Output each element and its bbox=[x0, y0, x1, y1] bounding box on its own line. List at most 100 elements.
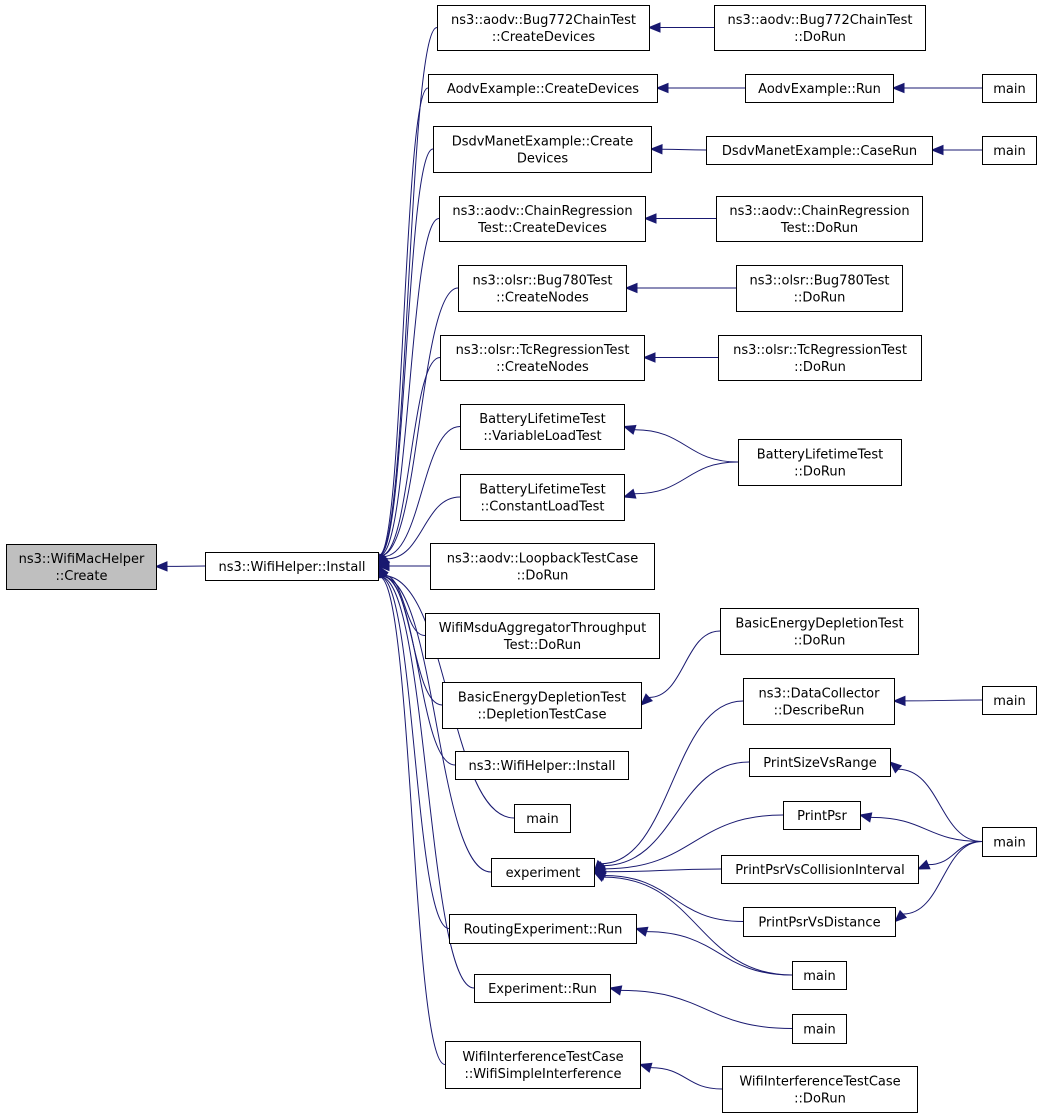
node-install2[interactable]: ns3::WifiHelper::Install bbox=[455, 751, 629, 780]
node-dsdvrun[interactable]: DsdvManetExample::CaseRun bbox=[706, 136, 933, 165]
arrowhead-icon bbox=[608, 985, 623, 996]
node-mainplain[interactable]: main bbox=[514, 804, 571, 833]
node-main3[interactable]: main bbox=[982, 686, 1037, 715]
node-energycase[interactable]: BasicEnergyDepletionTest::DepletionTestC… bbox=[442, 682, 642, 729]
node-box bbox=[428, 74, 658, 103]
node-box bbox=[205, 552, 379, 581]
node-ppsrci[interactable]: PrintPsrVsCollisionInterval bbox=[721, 855, 919, 884]
node-ppsr[interactable]: PrintPsr bbox=[783, 801, 861, 830]
node-install[interactable]: ns3::WifiHelper::Install bbox=[205, 552, 379, 581]
node-label: main bbox=[803, 1023, 835, 1038]
node-label: PrintSizeVsRange bbox=[763, 756, 876, 771]
edge-main5-to-routrun bbox=[634, 926, 793, 976]
node-bug772cd[interactable]: ns3::aodv::Bug772ChainTest::CreateDevice… bbox=[437, 5, 650, 51]
node-energyrun[interactable]: BasicEnergyDepletionTest::DoRun bbox=[720, 608, 919, 655]
node-experiment[interactable]: experiment bbox=[491, 858, 595, 887]
arrowhead-icon bbox=[894, 909, 908, 923]
edge-main1-to-aodvrun bbox=[891, 82, 983, 94]
node-box bbox=[445, 1041, 641, 1089]
node-bug780cn[interactable]: ns3::olsr::Bug780Test::CreateNodes bbox=[458, 265, 627, 312]
node-routrun[interactable]: RoutingExperiment::Run bbox=[449, 914, 637, 944]
node-ppsrdist[interactable]: PrintPsrVsDistance bbox=[743, 907, 896, 937]
node-label: ::CreateDevices bbox=[492, 30, 595, 45]
node-aodvcd[interactable]: AodvExample::CreateDevices bbox=[428, 74, 658, 103]
node-dsdvcd[interactable]: DsdvManetExample::CreateDevices bbox=[433, 126, 652, 173]
node-psize[interactable]: PrintSizeVsRange bbox=[749, 748, 891, 777]
node-main5[interactable]: main bbox=[792, 961, 847, 990]
node-main1[interactable]: main bbox=[982, 74, 1037, 103]
arrowhead-icon bbox=[916, 859, 931, 870]
edge-bug772run-to-bug772cd bbox=[647, 22, 714, 33]
node-box bbox=[714, 5, 926, 51]
arrowhead-icon bbox=[624, 282, 638, 294]
node-batconst[interactable]: BatteryLifetimeTest::ConstantLoadTest bbox=[460, 474, 625, 521]
node-main6[interactable]: main bbox=[792, 1014, 847, 1044]
node-exprun[interactable]: Experiment::Run bbox=[474, 974, 611, 1003]
node-box bbox=[749, 748, 891, 777]
node-label: ::WifiSimpleInterference bbox=[464, 1067, 621, 1082]
node-label: ns3::WifiHelper::Install bbox=[218, 560, 365, 575]
node-box bbox=[716, 196, 923, 242]
node-main4[interactable]: main bbox=[982, 827, 1037, 857]
arrowhead-icon bbox=[892, 695, 906, 707]
node-batvar[interactable]: BatteryLifetimeTest::VariableLoadTest bbox=[460, 404, 625, 450]
node-label: PrintPsrVsDistance bbox=[758, 916, 880, 931]
node-label: WifiInterferenceTestCase bbox=[739, 1075, 900, 1090]
edge-aodvcd-to-install bbox=[373, 87, 429, 568]
node-tcrun[interactable]: ns3::olsr::TcRegressionTest::DoRun bbox=[718, 335, 922, 381]
node-box bbox=[982, 74, 1037, 103]
node-box bbox=[433, 126, 652, 173]
node-aodvrun[interactable]: AodvExample::Run bbox=[745, 74, 894, 103]
node-chaincd[interactable]: ns3::aodv::ChainRegressionTest::CreateDe… bbox=[439, 196, 646, 242]
edge-interfrun-to-interf bbox=[638, 1062, 723, 1090]
node-box bbox=[706, 136, 933, 165]
node-label: ::DoRun bbox=[794, 30, 846, 45]
node-bug780run[interactable]: ns3::olsr::Bug780Test::DoRun bbox=[736, 265, 903, 312]
edge-loopback-to-install bbox=[376, 560, 431, 572]
nodes-layer: ns3::WifiMacHelper::Createns3::WifiHelpe… bbox=[6, 5, 1037, 1113]
edge-main4-to-psize bbox=[889, 761, 983, 842]
node-tccn[interactable]: ns3::olsr::TcRegressionTest::CreateNodes bbox=[440, 335, 645, 381]
node-label: DsdvManetExample::Create bbox=[452, 135, 634, 150]
node-label: ::CreateNodes bbox=[496, 360, 589, 375]
node-label: Test::CreateDevices bbox=[477, 221, 607, 236]
node-label: ns3::WifiMacHelper bbox=[19, 552, 145, 567]
node-label: ::DescribeRun bbox=[774, 704, 865, 719]
node-label: ns3::olsr::TcRegressionTest bbox=[733, 343, 907, 358]
node-box bbox=[437, 5, 650, 51]
node-batrun[interactable]: BatteryLifetimeTest::DoRun bbox=[738, 439, 902, 486]
node-label: main bbox=[993, 82, 1025, 97]
node-box bbox=[430, 543, 655, 590]
node-box bbox=[721, 855, 919, 884]
edge-main4-to-ppsr bbox=[858, 812, 983, 842]
node-loopback[interactable]: ns3::aodv::LoopbackTestCase::DoRun bbox=[430, 543, 655, 590]
node-label: main bbox=[993, 144, 1025, 159]
node-label: ns3::aodv::Bug772ChainTest bbox=[451, 13, 636, 28]
node-interf[interactable]: WifiInterferenceTestCase::WifiSimpleInte… bbox=[445, 1041, 641, 1089]
arrowhead-icon bbox=[655, 82, 669, 94]
node-box bbox=[722, 1066, 918, 1113]
edge-batrun-to-batvar bbox=[622, 424, 739, 463]
node-bug772run[interactable]: ns3::aodv::Bug772ChainTest::DoRun bbox=[714, 5, 926, 51]
arrowhead-icon bbox=[638, 1062, 653, 1073]
arrowhead-icon bbox=[647, 22, 661, 33]
node-interfrun[interactable]: WifiInterferenceTestCase::DoRun bbox=[722, 1066, 918, 1113]
node-box bbox=[460, 474, 625, 521]
node-label: BasicEnergyDepletionTest bbox=[458, 691, 626, 706]
arrowhead-icon bbox=[858, 812, 873, 823]
node-root[interactable]: ns3::WifiMacHelper::Create bbox=[6, 544, 157, 590]
node-datacoll[interactable]: ns3::DataCollector::DescribeRun bbox=[743, 678, 895, 725]
node-label: ns3::olsr::Bug780Test bbox=[472, 274, 612, 289]
node-box bbox=[425, 613, 660, 659]
node-box bbox=[743, 907, 896, 937]
node-box bbox=[743, 678, 895, 725]
edge-tccn-to-install bbox=[376, 357, 441, 568]
node-main2[interactable]: main bbox=[982, 136, 1037, 165]
node-label: AodvExample::Run bbox=[758, 82, 881, 97]
edges-layer bbox=[154, 22, 983, 1090]
edge-tcrun-to-tccn bbox=[642, 352, 718, 363]
node-label: RoutingExperiment::Run bbox=[464, 923, 623, 938]
